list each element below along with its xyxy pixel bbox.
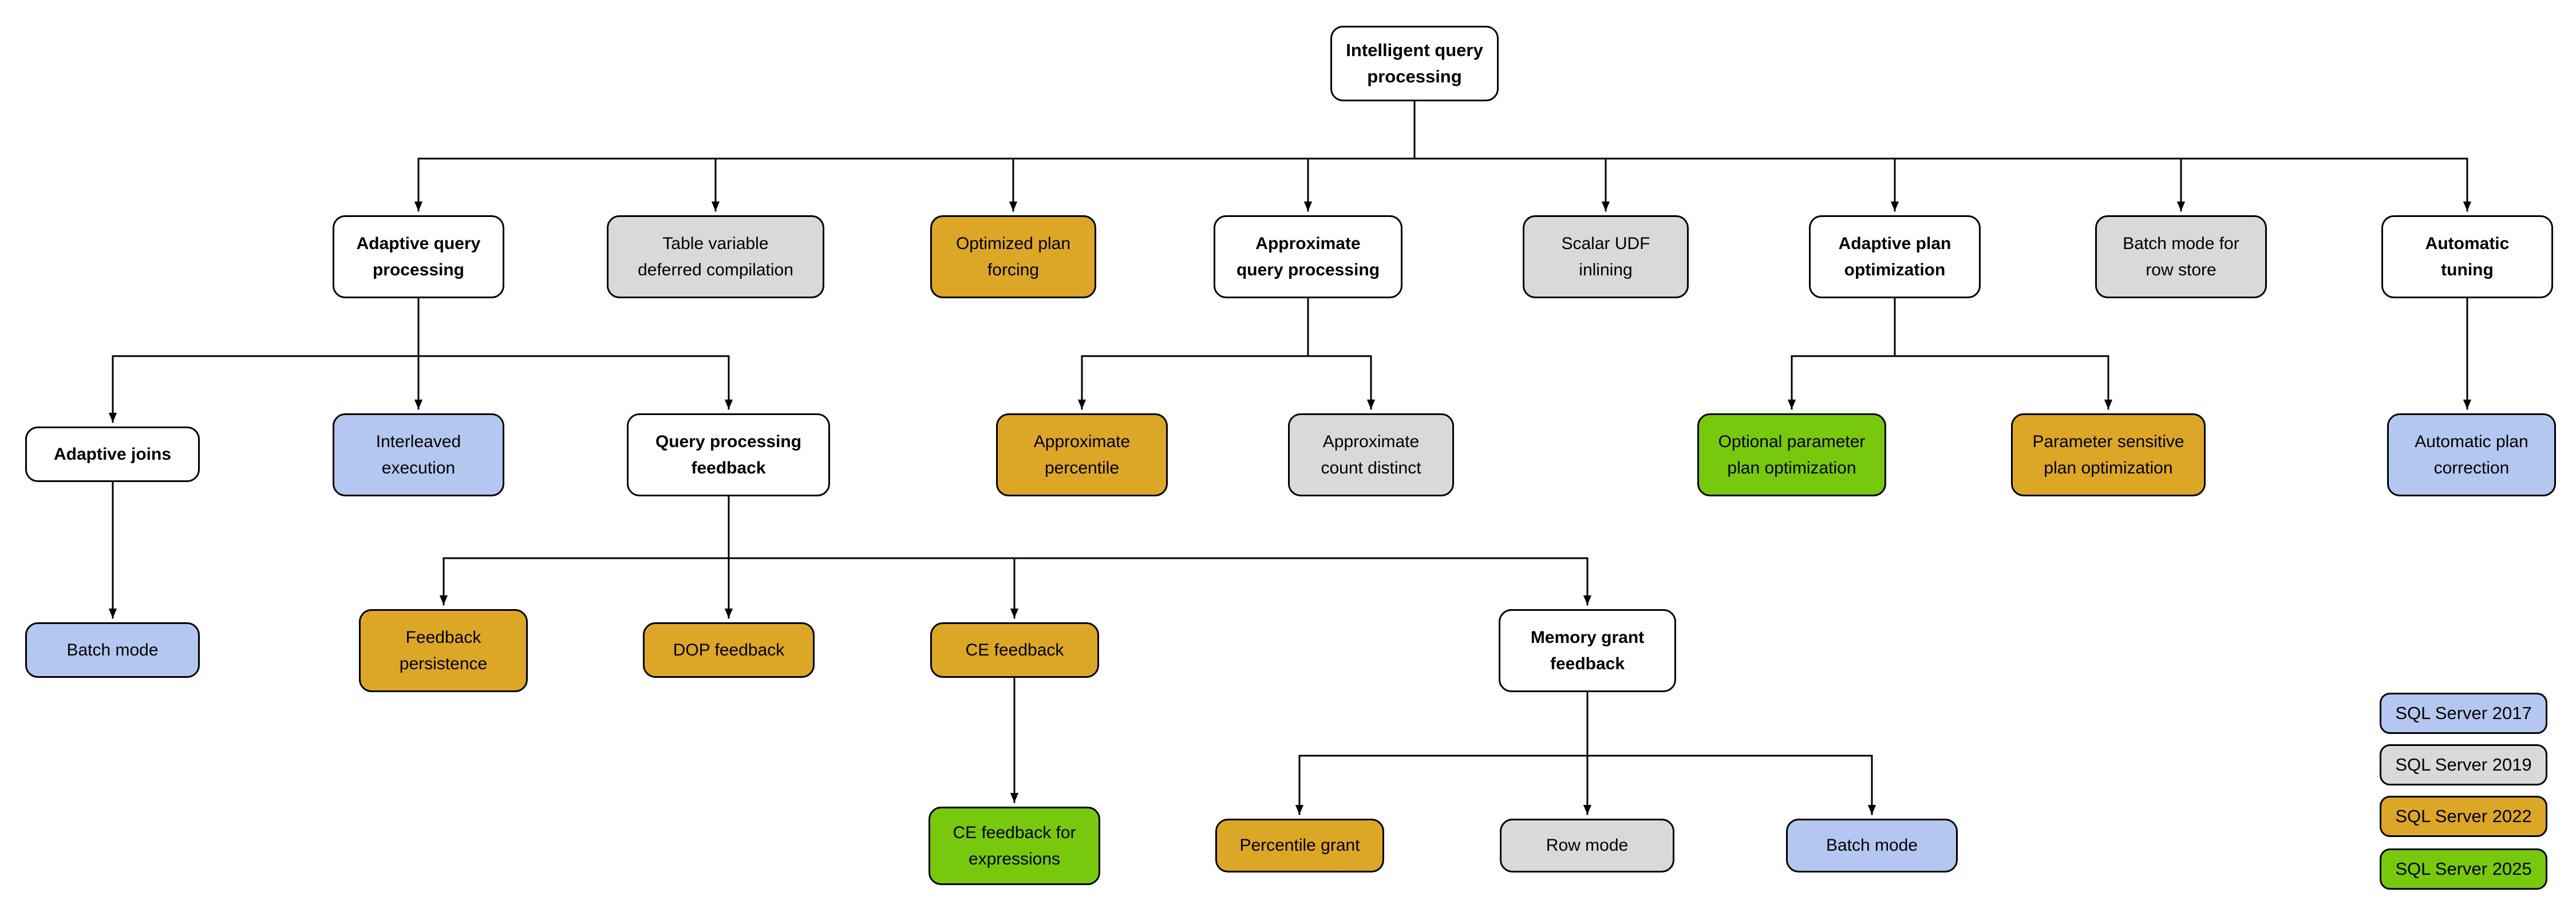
node-ce-feedback-for-expressions: CE feedback for expressions [929, 807, 1100, 885]
node-scalar-udf-inlining: Scalar UDF inlining [1523, 215, 1689, 298]
node-query-processing-feedback: Query processing feedback [627, 413, 830, 496]
node-approximate-percentile: Approximate percentile [996, 413, 1168, 496]
legend-item-sql-server-2025: SQL Server 2025 [2380, 848, 2547, 890]
node-automatic-plan-correction: Automatic plan correction [2387, 413, 2556, 496]
node-approximate-query-processing: Approximate query processing [1214, 215, 1402, 298]
node-batch-mode-adaptive-joins: Batch mode [25, 622, 200, 678]
node-batch-mode-for-row-store: Batch mode for row store [2095, 215, 2267, 298]
node-feedback-persistence: Feedback persistence [359, 609, 528, 692]
node-ce-feedback: CE feedback [930, 622, 1099, 678]
node-interleaved-execution: Interleaved execution [333, 413, 504, 496]
node-row-mode: Row mode [1500, 819, 1674, 872]
node-adaptive-joins: Adaptive joins [25, 427, 200, 482]
node-adaptive-query-processing: Adaptive query processing [333, 215, 504, 298]
node-automatic-tuning: Automatic tuning [2381, 215, 2553, 298]
node-table-variable-deferred-compilation: Table variable deferred compilation [607, 215, 824, 298]
node-dop-feedback: DOP feedback [643, 622, 815, 678]
node-optimized-plan-forcing: Optimized plan forcing [930, 215, 1096, 298]
node-percentile-grant: Percentile grant [1215, 819, 1384, 872]
node-intelligent-query-processing: Intelligent query processing [1330, 26, 1499, 101]
node-memory-grant-feedback: Memory grant feedback [1499, 609, 1676, 692]
node-approximate-count-distinct: Approximate count distinct [1288, 413, 1454, 496]
node-optional-parameter-plan-optimization: Optional parameter plan optimization [1697, 413, 1886, 496]
legend-item-sql-server-2022: SQL Server 2022 [2380, 796, 2547, 837]
node-batch-mode-memory-grant: Batch mode [1786, 819, 1958, 872]
node-adaptive-plan-optimization: Adaptive plan optimization [1809, 215, 1981, 298]
node-parameter-sensitive-plan-optimization: Parameter sensitive plan optimization [2011, 413, 2206, 496]
legend-item-sql-server-2019: SQL Server 2019 [2380, 744, 2547, 785]
legend-item-sql-server-2017: SQL Server 2017 [2380, 693, 2547, 734]
